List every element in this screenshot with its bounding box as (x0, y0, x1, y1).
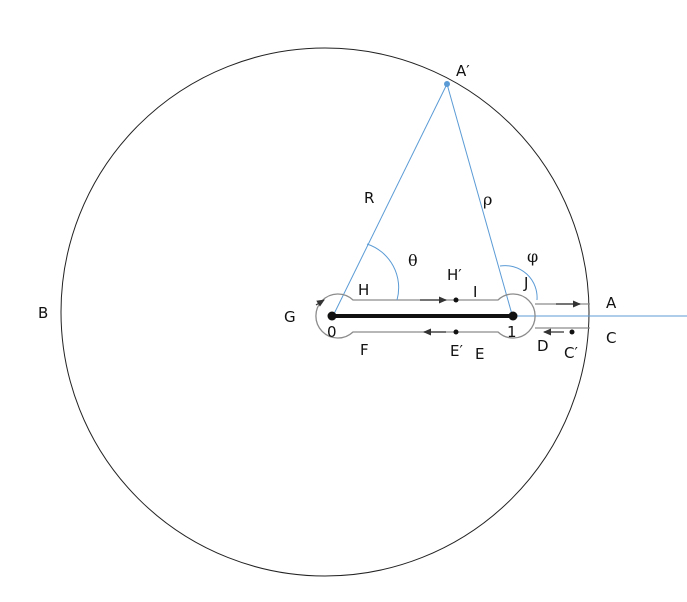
label-rho: ρ (483, 190, 492, 209)
point-E-prime (453, 329, 459, 335)
label-C: C (606, 329, 616, 347)
label-G: G (284, 308, 296, 326)
label-one: 1 (507, 323, 517, 341)
point-A-prime (444, 81, 450, 87)
phi-angle-arc (499, 265, 538, 301)
label-F: F (360, 341, 369, 359)
label-E-prime: E′ (450, 342, 463, 360)
label-C-prime: C′ (564, 344, 578, 362)
label-H-prime: H′ (447, 266, 462, 284)
point-C-prime (569, 329, 575, 335)
radius-line-R (331, 83, 448, 319)
label-zero: 0 (327, 323, 337, 341)
label-E: E (475, 345, 484, 363)
label-R: R (364, 189, 374, 207)
point-zero (327, 311, 337, 321)
label-phi: φ (527, 247, 538, 266)
label-J: J (523, 274, 528, 292)
label-B: B (38, 304, 48, 322)
label-A: A (606, 294, 617, 312)
arrow-G (315, 299, 325, 307)
point-one (508, 311, 518, 321)
label-H: H (358, 281, 369, 299)
point-H-prime (453, 297, 459, 303)
radius-line-rho (446, 83, 514, 319)
theta-angle-arc (366, 243, 400, 301)
label-I: I (473, 283, 477, 301)
label-A-prime: A′ (456, 62, 470, 80)
label-theta: θ (408, 251, 418, 270)
large-circle-contour (60, 47, 590, 577)
label-D: D (537, 337, 549, 355)
